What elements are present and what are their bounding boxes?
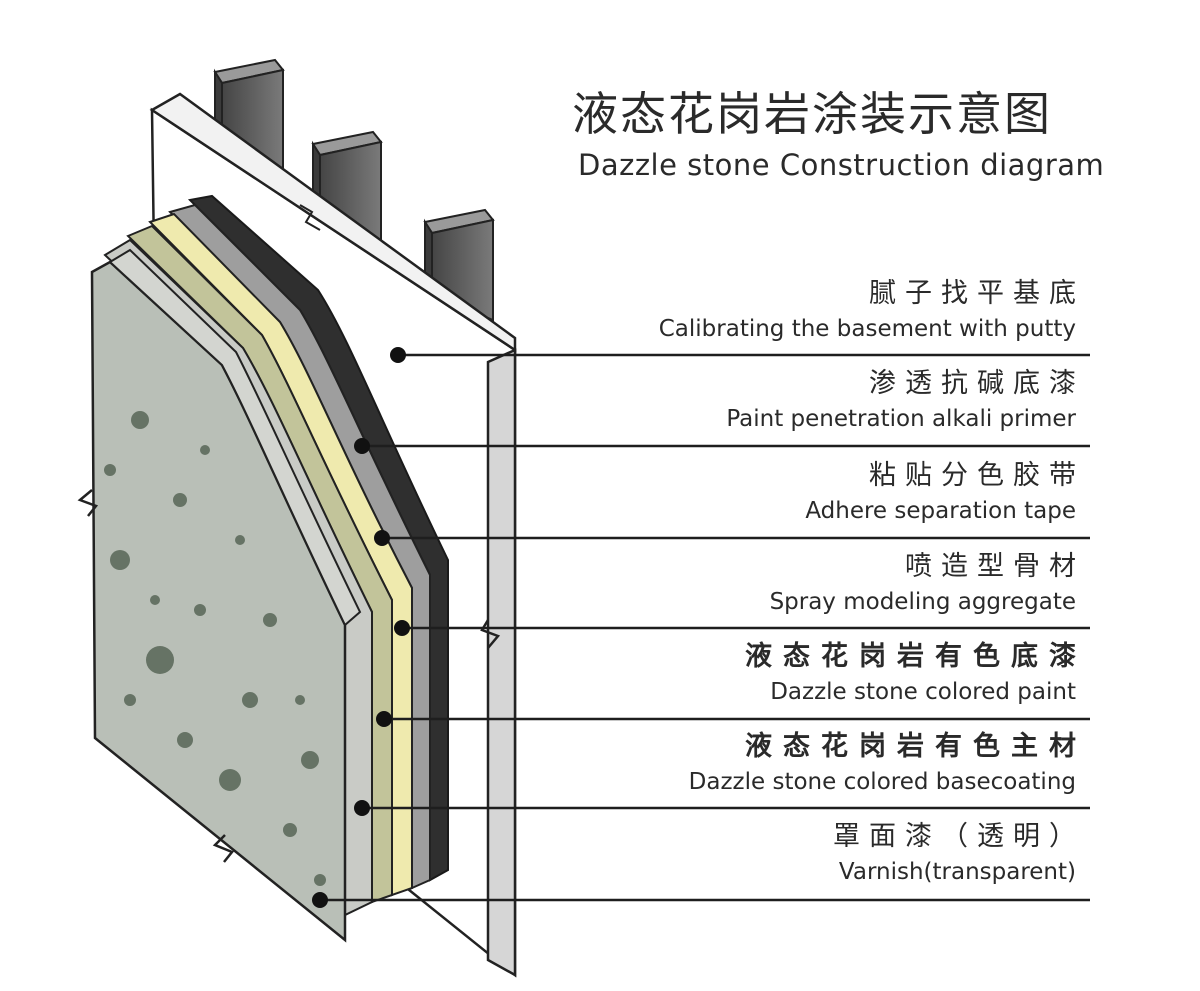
layer-label-en: Dazzle stone colored paint bbox=[770, 679, 1076, 705]
layer-label-zh: 喷造型骨材 bbox=[905, 551, 1085, 582]
layer-label-zh: 粘贴分色胶带 bbox=[869, 460, 1085, 491]
layer-label-basecoating: 液态花岗岩有色主材 Dazzle stone colored basecoati… bbox=[689, 731, 1076, 797]
diagram-title: 液态花岗岩涂装示意图 bbox=[572, 87, 1052, 141]
layer-label-en: Varnish(transparent) bbox=[838, 859, 1076, 885]
leader-dots bbox=[312, 347, 410, 908]
layer-label-colored-paint: 液态花岗岩有色底漆 Dazzle stone colored paint bbox=[745, 641, 1076, 707]
leader-dot bbox=[374, 530, 390, 546]
layer-label-en: Paint penetration alkali primer bbox=[726, 406, 1076, 432]
layer-label-zh: 液态花岗岩有色底漆 bbox=[745, 641, 1087, 672]
layer-label-zh: 罩面漆（透明） bbox=[833, 821, 1085, 852]
stone-speckles bbox=[104, 411, 326, 886]
layer-label-en: Calibrating the basement with putty bbox=[658, 316, 1076, 342]
leader-dot bbox=[354, 438, 370, 454]
layer-label-en: Spray modeling aggregate bbox=[769, 589, 1076, 615]
layer-label-putty: 腻子找平基底 Calibrating the basement with put… bbox=[659, 278, 1076, 344]
leader-lines bbox=[320, 353, 1090, 902]
layer-label-en: Adhere separation tape bbox=[805, 498, 1076, 524]
layer-label-tape: 粘贴分色胶带 Adhere separation tape bbox=[805, 460, 1076, 526]
layer-label-zh: 腻子找平基底 bbox=[869, 278, 1085, 309]
layer-label-zh: 液态花岗岩有色主材 bbox=[745, 731, 1087, 762]
leader-dot bbox=[312, 892, 328, 908]
layer-label-varnish: 罩面漆（透明） Varnish(transparent) bbox=[833, 821, 1076, 887]
layer-label-primer: 渗透抗碱底漆 Paint penetration alkali primer bbox=[726, 368, 1076, 434]
layer-label-zh: 渗透抗碱底漆 bbox=[869, 368, 1085, 399]
diagram-subtitle: Dazzle stone Construction diagram bbox=[578, 148, 1105, 182]
leader-dot bbox=[354, 800, 370, 816]
layer-label-en: Dazzle stone colored basecoating bbox=[688, 769, 1076, 795]
layer-label-aggregate: 喷造型骨材 Spray modeling aggregate bbox=[770, 551, 1076, 617]
leader-dot bbox=[390, 347, 406, 363]
leader-dot bbox=[376, 711, 392, 727]
leader-dot bbox=[394, 620, 410, 636]
stone-face bbox=[77, 248, 362, 943]
